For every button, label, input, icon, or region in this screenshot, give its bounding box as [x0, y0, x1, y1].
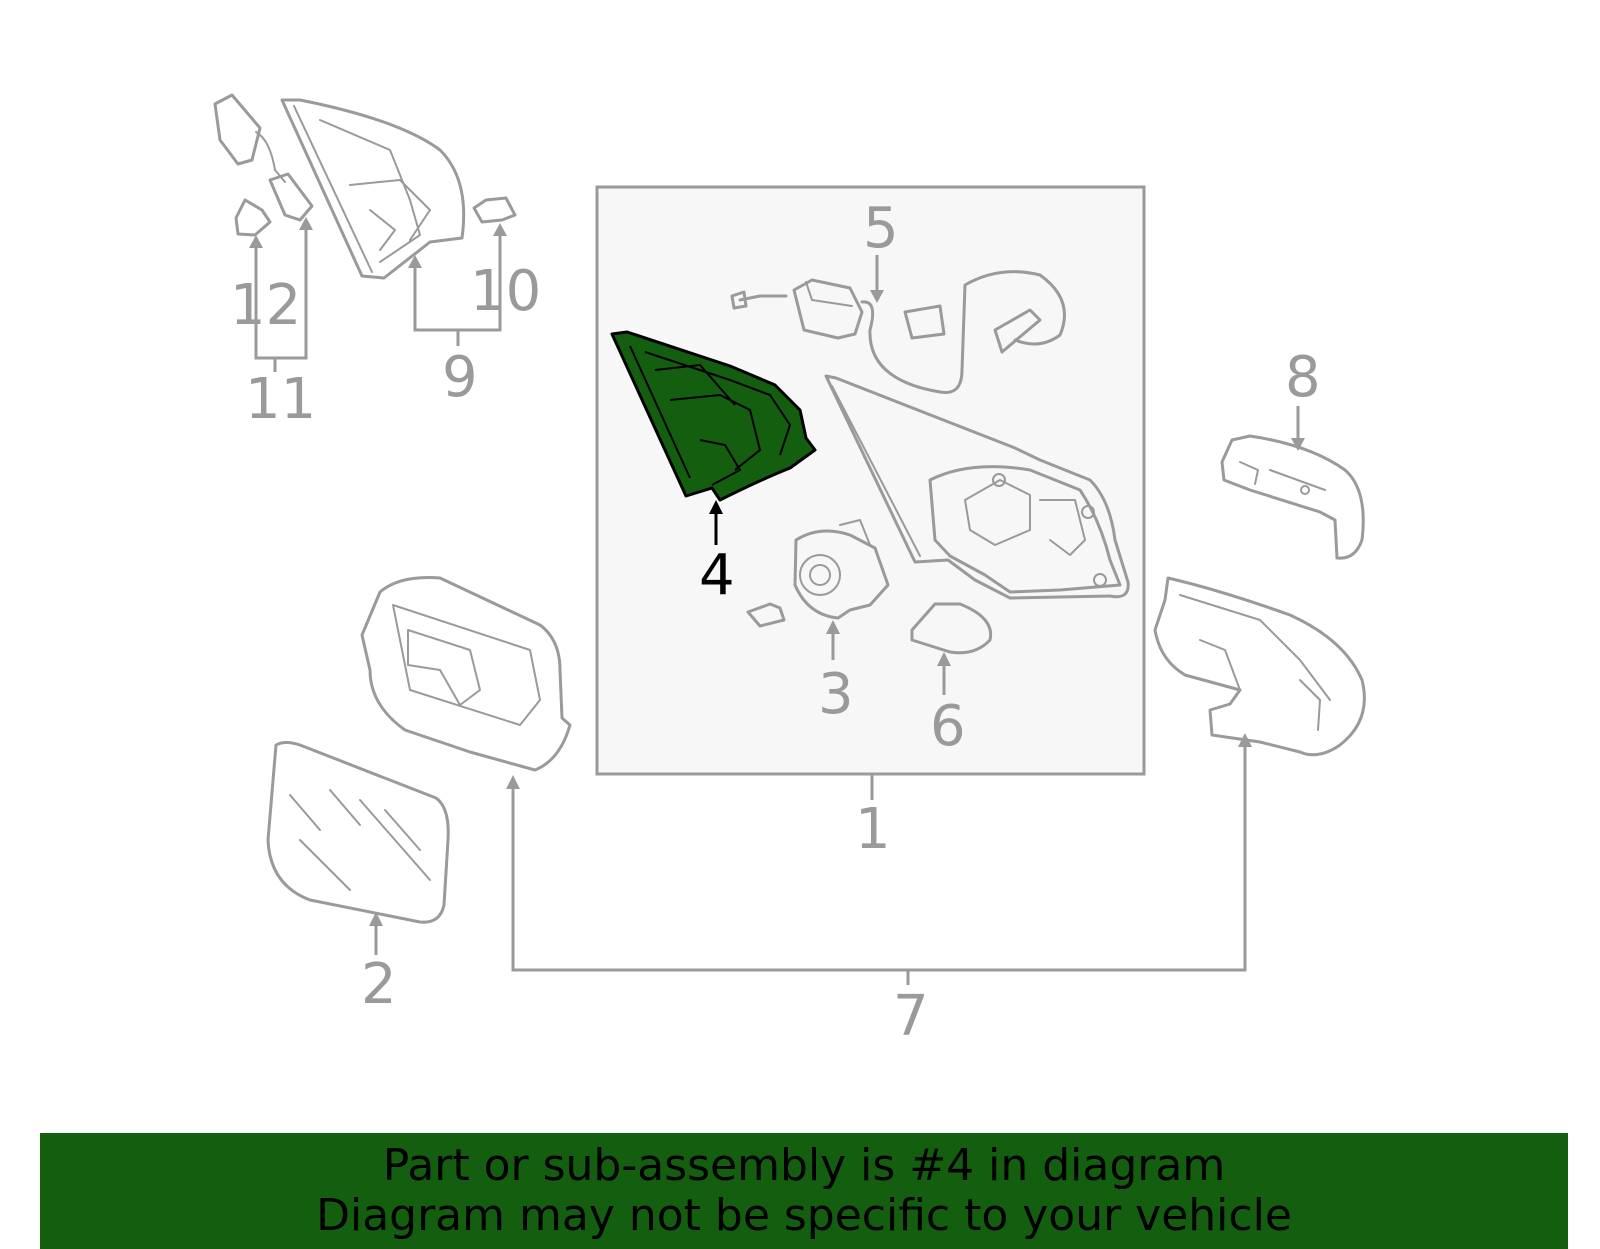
part-7-housing-cover-left [360, 576, 572, 772]
leader-4 [709, 500, 723, 545]
part-7-housing-cover-right [1153, 576, 1366, 757]
leader-3 [826, 620, 840, 660]
part-9-mirror-housing-upper [280, 98, 466, 280]
part-8-side-turn-lamp [1220, 434, 1365, 560]
part-12-clip [234, 198, 272, 237]
callout-1: 1 [855, 797, 891, 862]
callout-3: 3 [818, 662, 854, 727]
part-10-clip [472, 196, 517, 224]
callout-5: 5 [863, 196, 899, 261]
callout-12: 12 [230, 273, 301, 338]
info-banner: Part or sub-assembly is #4 in diagram Di… [40, 1133, 1568, 1249]
leader-6 [937, 652, 951, 695]
part-1-mirror-base [824, 374, 1130, 600]
part-11-wiring-connector [213, 93, 314, 222]
leader-11-12 [249, 217, 313, 372]
part-2-mirror-glass [266, 741, 450, 924]
part-5-mirror-harness [730, 270, 1066, 395]
callout-9: 9 [442, 345, 478, 410]
part-3-mirror-motor [746, 519, 890, 628]
banner-line-2: Diagram may not be specific to your vehi… [316, 1190, 1292, 1241]
callout-11: 11 [245, 367, 316, 432]
part-6-cover [910, 602, 993, 655]
banner-line-1: Part or sub-assembly is #4 in diagram [382, 1140, 1226, 1191]
leader-8 [1291, 406, 1305, 451]
leader-7 [506, 733, 1252, 985]
callout-6: 6 [930, 694, 966, 759]
callout-10: 10 [470, 259, 541, 324]
callout-2: 2 [361, 952, 397, 1017]
leader-2 [369, 912, 383, 955]
leader-9 [408, 223, 507, 346]
callout-8: 8 [1285, 345, 1321, 410]
leader-5 [870, 255, 884, 303]
part-4-mirror-base-cover [610, 330, 817, 502]
callout-7: 7 [893, 984, 929, 1049]
callout-4: 4 [699, 543, 735, 608]
